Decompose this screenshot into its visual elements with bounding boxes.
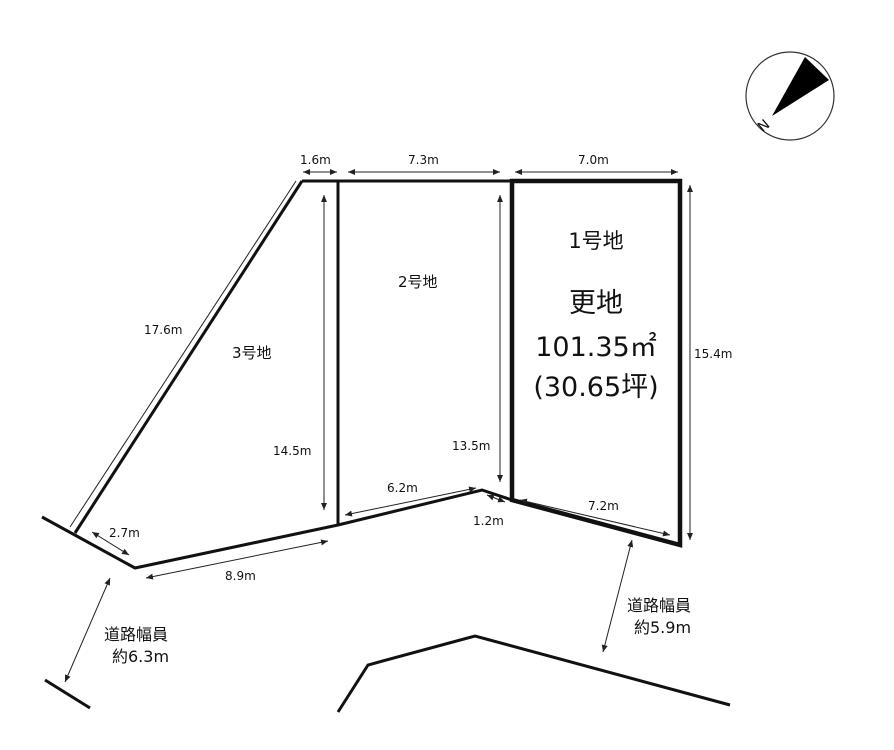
road-right-label: 道路幅員 xyxy=(627,596,691,615)
lot1-area-sqm: 101.35㎡ xyxy=(535,332,656,363)
dim-17-6m: 17.6m xyxy=(144,323,182,337)
road-left-width: 約6.3m xyxy=(112,647,169,666)
lot1-status: 更地 xyxy=(569,288,623,319)
dim-13-5m: 13.5m xyxy=(452,439,490,453)
lot1-outline xyxy=(509,178,683,548)
lot1-label: 1号地 xyxy=(568,229,623,253)
dim-7-2m: 7.2m xyxy=(588,499,619,513)
dim-15-4m: 15.4m xyxy=(694,347,732,361)
road-left-edge xyxy=(44,678,91,710)
dimension-arrows xyxy=(64,169,693,683)
dim-14-5m: 14.5m xyxy=(273,444,311,458)
lot3-east-boundary xyxy=(302,179,340,525)
dim-1-2m: 1.2m xyxy=(473,514,504,528)
lot3-label: 3号地 xyxy=(232,344,272,362)
lot1-area-tsubo: (30.65坪) xyxy=(533,372,658,403)
lot3-west-boundary xyxy=(73,180,304,534)
dim-7-0m: 7.0m xyxy=(578,153,609,167)
dim-6-2m: 6.2m xyxy=(387,481,418,495)
north-compass-icon: N xyxy=(745,51,835,141)
lot2-label: 2号地 xyxy=(398,273,438,291)
dim-8-9m: 8.9m xyxy=(225,569,256,583)
road-left-label: 道路幅員 xyxy=(104,625,168,644)
road-right-edge xyxy=(336,634,731,713)
dim-2-7m: 2.7m xyxy=(109,526,140,540)
road-edges xyxy=(44,634,731,713)
road-right-width: 約5.9m xyxy=(634,618,691,637)
dim-7-3m: 7.3m xyxy=(408,153,439,167)
lot3-west-double-line xyxy=(69,180,297,528)
dim-1-6m: 1.6m xyxy=(300,153,331,167)
